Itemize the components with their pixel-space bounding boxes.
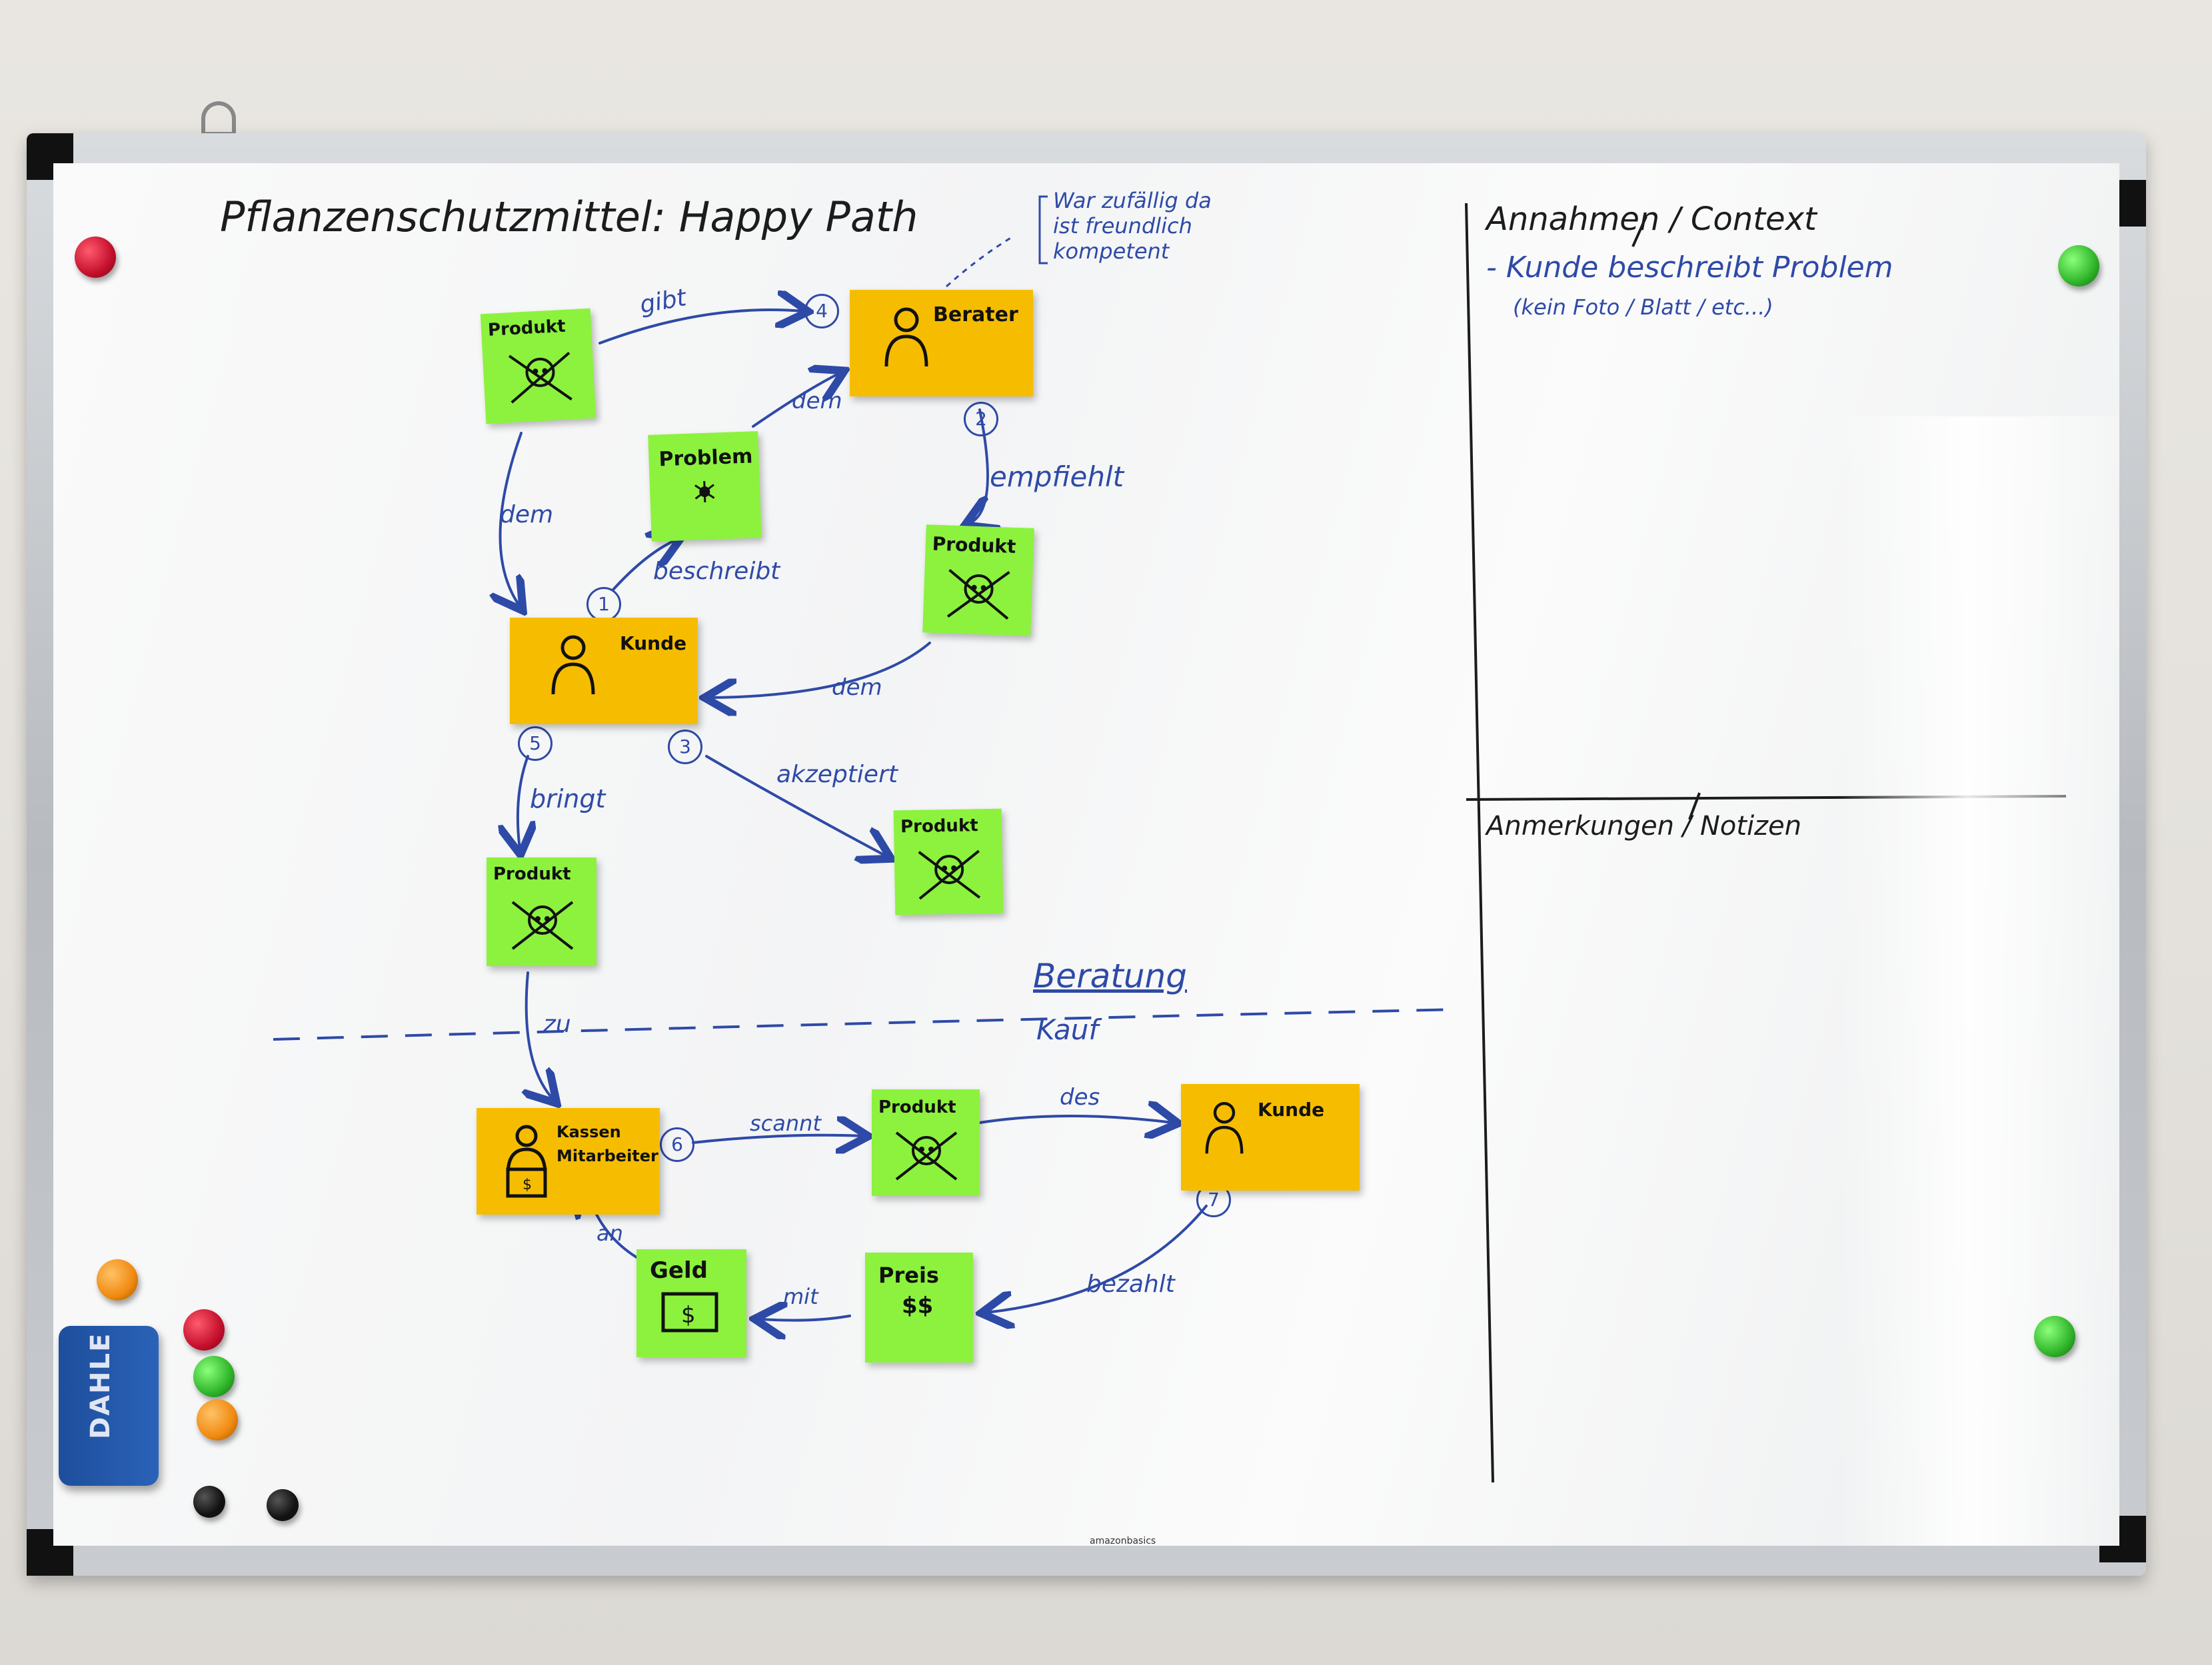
edge-label: an: [596, 1221, 623, 1246]
skull-crossbones-icon: [946, 568, 1010, 620]
edge-label: akzeptiert: [776, 761, 898, 788]
bug-icon: [694, 480, 715, 503]
magnet-green: [2034, 1316, 2075, 1357]
edge-label: zu: [543, 1011, 571, 1038]
cashier-icon: $: [506, 1125, 547, 1198]
board-brand: amazonbasics: [1090, 1536, 1156, 1546]
magnet-orange: [197, 1399, 238, 1440]
step-number: 6: [660, 1127, 694, 1162]
notes-header: Anmerkungen / Notizen: [1486, 811, 1802, 841]
whiteboard: Pflanzenschutzmittel: Happy Path War zuf…: [53, 163, 2119, 1546]
side-note-line: kompetent: [1053, 239, 1170, 264]
sticky-note-preis: Preis $$: [865, 1253, 973, 1363]
step-number: 4: [804, 294, 839, 328]
sticky-note-kassen-mitarbeiter: Kassen Mitarbeiter $: [477, 1108, 660, 1215]
sticky-note-produkt: Produkt: [872, 1089, 980, 1196]
eraser-brand: DAHLE: [85, 1332, 116, 1439]
person-icon: [551, 635, 595, 695]
note-label: Berater: [933, 303, 1018, 326]
magnet-green: [193, 1356, 235, 1397]
note-label: Kunde: [620, 632, 687, 654]
magnet-orange: [97, 1259, 138, 1301]
note-label: Kassen Mitarbeiter: [556, 1123, 658, 1165]
edge-label: bringt: [530, 784, 606, 814]
step-number: 5: [518, 726, 553, 761]
note-label: Problem: [658, 444, 753, 472]
svg-text:$: $: [681, 1302, 696, 1329]
note-label: Geld: [650, 1257, 708, 1284]
edge-label: des: [1060, 1084, 1100, 1111]
sticky-note-kunde: Kunde: [1181, 1084, 1360, 1191]
step-number: 2: [964, 402, 998, 436]
hook-left-icon: [201, 101, 236, 136]
skull-crossbones-icon: [511, 901, 574, 950]
note-label: Produkt: [487, 316, 566, 340]
divider-lower-label: Kauf: [1036, 1013, 1099, 1046]
sticky-note-geld: Geld $: [636, 1249, 746, 1357]
sticky-note-problem: Problem: [648, 431, 762, 542]
note-label: Kunde: [1258, 1099, 1325, 1121]
money-bill-icon: $: [661, 1292, 718, 1333]
assumptions-line: - Kunde beschreibt Problem: [1486, 251, 1893, 284]
edge-label: dem: [832, 674, 882, 701]
assumptions-header: Annahmen / Context: [1486, 201, 1817, 238]
edge-label: bezahlt: [1086, 1271, 1175, 1298]
note-label: Produkt: [878, 1097, 956, 1117]
note-label: Produkt: [900, 816, 978, 837]
step-number: 1: [586, 587, 621, 622]
sticky-note-produkt: Produkt: [893, 808, 1004, 915]
note-label: Produkt: [493, 864, 571, 884]
edge-label: dem: [500, 501, 554, 528]
edge-label: beschreibt: [653, 558, 780, 585]
sticky-note-produkt: Produkt: [480, 308, 596, 424]
magnet-black: [267, 1489, 299, 1521]
skull-crossbones-icon: [918, 849, 981, 900]
sticky-note-produkt: Produkt: [922, 524, 1034, 636]
assumptions-line: (kein Foto / Blatt / etc...): [1513, 294, 1773, 320]
whiteboard-eraser: DAHLE: [59, 1326, 159, 1486]
sticky-note-berater: Berater: [850, 290, 1033, 396]
magnet-red: [75, 237, 116, 278]
divider-upper-label: Beratung: [1033, 957, 1187, 995]
edge-label: empfiehlt: [990, 460, 1124, 493]
note-price-symbol: $$: [902, 1293, 934, 1319]
skull-crossbones-icon: [508, 352, 572, 404]
magnet-red: [183, 1309, 225, 1351]
edge-label: mit: [783, 1284, 818, 1309]
side-note-line: ist freundlich: [1053, 213, 1192, 239]
svg-text:$: $: [523, 1177, 532, 1193]
note-label: Preis: [878, 1263, 939, 1288]
magnet-green: [2058, 245, 2099, 286]
edge-label: dem: [792, 388, 842, 414]
person-icon: [884, 307, 928, 367]
note-label: Produkt: [932, 532, 1016, 558]
side-note-line: War zufällig da: [1053, 188, 1212, 213]
skull-crossbones-icon: [895, 1131, 958, 1181]
board-title: Pflanzenschutzmittel: Happy Path: [220, 193, 918, 241]
magnet-black: [193, 1486, 225, 1518]
marker-drawing: [273, 195, 2067, 1483]
edge-label: scannt: [750, 1111, 821, 1136]
sticky-note-kunde: Kunde: [510, 618, 698, 724]
sticky-note-produkt: Produkt: [487, 857, 596, 966]
step-number: 3: [668, 730, 702, 764]
person-icon: [1205, 1101, 1244, 1154]
